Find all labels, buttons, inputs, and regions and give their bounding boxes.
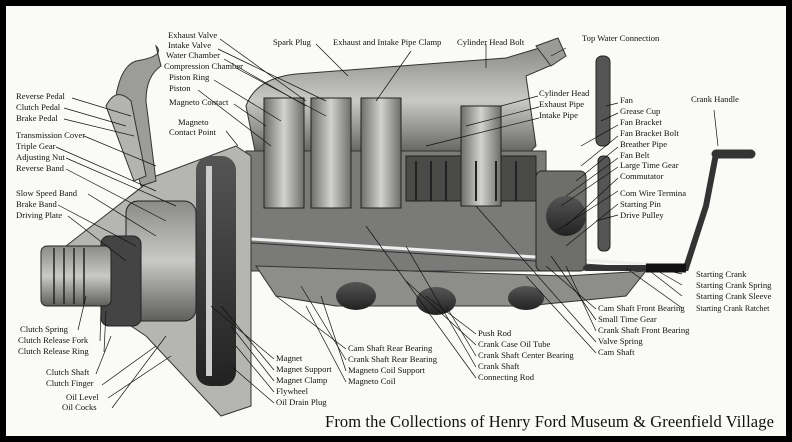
label-transmission-cover: Transmission Cover: [16, 130, 86, 140]
engine-block: [235, 97, 647, 272]
label-starting-crank: Starting Crank: [696, 269, 747, 279]
label-exhaust-intake-pipe-clamp: Exhaust and Intake Pipe Clamp: [333, 37, 442, 47]
label-crank-shaft-center-bearing: Crank Shaft Center Bearing: [478, 350, 574, 360]
label-connecting-rod: Connecting Rod: [478, 372, 535, 382]
label-cam-shaft-rear-bearing: Cam Shaft Rear Bearing: [348, 343, 433, 353]
label-small-time-gear: Small Time Gear: [598, 314, 657, 324]
label-commutator: Commutator: [620, 171, 664, 181]
label-drive-pulley: Drive Pulley: [620, 210, 664, 220]
leader-lines: [55, 38, 719, 409]
fan: [595, 55, 611, 252]
label-magneto-contact: Magneto Contact: [169, 97, 229, 107]
label-water-chamber: Water Chamber: [166, 50, 220, 60]
pedals: [105, 44, 162, 187]
label-intake-valve: Intake Valve: [168, 40, 212, 50]
label-starting-crank-spring: Starting Crank Spring: [696, 280, 772, 290]
label-exhaust-pipe: Exhaust Pipe: [539, 99, 585, 109]
label-magnet: Magnet: [276, 353, 303, 363]
label-cam-shaft-front-bearing: Cam Shaft Front Bearing: [598, 303, 685, 313]
label-intake-pipe: Intake Pipe: [539, 110, 578, 120]
label-piston-ring: Piston Ring: [169, 72, 210, 82]
label-clutch-finger: Clutch Finger: [46, 378, 94, 388]
label-oil-cocks: Oil Cocks: [62, 402, 97, 412]
label-magnet-support: Magnet Support: [276, 364, 332, 374]
label-starting-crank-ratchet: Starting Crank Ratchet: [696, 304, 770, 313]
label-reverse-band: Reverse Band: [16, 163, 64, 173]
label-crank-shaft: Crank Shaft: [478, 361, 520, 371]
label-crank-case-oil-tube: Crank Case Oil Tube: [478, 339, 551, 349]
label-fan: Fan: [620, 95, 633, 105]
label-reverse-pedal: Reverse Pedal: [16, 91, 65, 101]
label-flywheel: Flywheel: [276, 386, 308, 396]
label-clutch-spring: Clutch Spring: [20, 324, 68, 334]
label-cylinder-head: Cylinder Head: [539, 88, 590, 98]
label-magneto-contact-point-line1: Magneto: [178, 117, 209, 127]
label-adjusting-nut: Adjusting Nut: [16, 152, 65, 162]
label-valve-spring: Valve Spring: [598, 336, 643, 346]
label-magneto-contact-point-line2: Contact Point: [169, 127, 217, 137]
crank-handle: [583, 149, 756, 273]
timing-cover: [535, 170, 587, 272]
label-clutch-pedal: Clutch Pedal: [16, 102, 61, 112]
label-cylinder-head-bolt: Cylinder Head Bolt: [457, 37, 525, 47]
label-clutch-release-ring: Clutch Release Ring: [18, 346, 89, 356]
label-crank-shaft-front-bearing: Crank Shaft Front Bearing: [598, 325, 690, 335]
label-magnet-clamp: Magnet Clamp: [276, 375, 328, 385]
label-com-wire-terminal: Com Wire Termina: [620, 188, 687, 198]
diagram-paper: Exhaust Valve Intake Valve Water Chamber…: [6, 6, 786, 436]
label-triple-gear: Triple Gear: [16, 141, 56, 151]
label-fan-bracket-bolt: Fan Bracket Bolt: [620, 128, 679, 138]
label-breather-pipe: Breather Pipe: [620, 139, 668, 149]
label-oil-drain-plug: Oil Drain Plug: [276, 397, 327, 407]
label-fan-belt: Fan Belt: [620, 150, 650, 160]
label-driving-plate: Driving Plate: [16, 210, 63, 220]
label-magneto-coil: Magneto Coil: [348, 376, 396, 386]
label-top-water-connection: Top Water Connection: [582, 33, 660, 43]
label-grease-cup: Grease Cup: [620, 106, 661, 116]
label-compression-chamber: Compression Chamber: [164, 61, 244, 71]
label-cam-shaft: Cam Shaft: [598, 347, 635, 357]
label-exhaust-valve: Exhaust Valve: [168, 30, 218, 40]
crank-case: [255, 265, 648, 315]
label-piston: Piston: [169, 83, 191, 93]
label-brake-band: Brake Band: [16, 199, 57, 209]
label-magneto-coil-support: Magneto Coil Support: [348, 365, 425, 375]
transmission-housing: [40, 145, 252, 417]
label-crank-handle: Crank Handle: [691, 94, 739, 104]
label-clutch-shaft: Clutch Shaft: [46, 367, 90, 377]
label-push-rod: Push Rod: [478, 328, 512, 338]
label-starting-pin: Starting Pin: [620, 199, 661, 209]
label-clutch-release-fork: Clutch Release Fork: [18, 335, 89, 345]
label-fan-bracket: Fan Bracket: [620, 117, 662, 127]
label-crank-shaft-rear-bearing: Crank Shaft Rear Bearing: [348, 354, 438, 364]
label-starting-crank-sleeve: Starting Crank Sleeve: [696, 291, 772, 301]
label-slow-speed-band: Slow Speed Band: [16, 188, 78, 198]
label-brake-pedal: Brake Pedal: [16, 113, 58, 123]
label-large-time-gear: Large Time Gear: [620, 160, 679, 170]
label-spark-plug: Spark Plug: [273, 37, 311, 47]
label-oil-level: Oil Level: [66, 392, 99, 402]
image-caption: From the Collections of Henry Ford Museu…: [325, 412, 774, 431]
engine-cutaway-drawing: [40, 37, 756, 417]
